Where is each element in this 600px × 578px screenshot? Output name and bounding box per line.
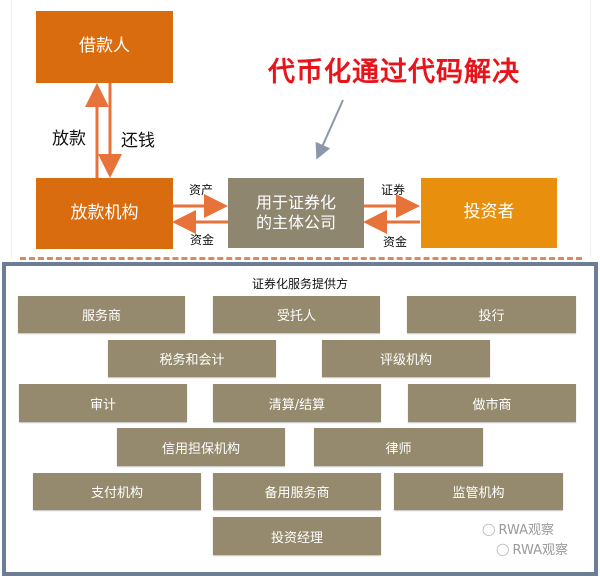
service-box: 服务商 [18,296,185,333]
service-label: 监管机构 [452,486,505,501]
service-box: 受托人 [213,296,380,333]
watermark-text: RWA观察 [512,543,568,558]
service-label: 清算/结算 [268,397,326,413]
service-box: 投行 [407,296,576,333]
spv-label-line1: 用于证券化 [255,193,336,212]
lender-node: 放款机构 [36,178,173,249]
spv-label-line2: 的主体公司 [255,213,336,232]
frame-rule-right [590,0,591,258]
service-label: 备用服务商 [264,486,330,501]
investor-node: 投资者 [421,178,557,248]
service-label: 律师 [385,441,412,457]
flow-arrows [85,83,420,234]
borrower-label: 借款人 [79,36,130,57]
service-label: 服务商 [81,309,121,324]
edge-label-funds-left: 资金 [190,233,215,247]
watermark: ◯ RWA观察 [482,519,554,539]
service-box: 清算/结算 [213,384,381,422]
service-box: 审计 [19,384,187,422]
edge-label-repay: 还钱 [121,131,155,151]
service-label: 投行 [478,309,505,324]
service-box: 备用服务商 [213,473,381,510]
watermark-text: RWA观察 [498,523,554,538]
edge-label-assets: 资产 [189,183,214,197]
spv-node: 用于证券化 的主体公司 [228,178,364,248]
service-box: 信用担保机构 [117,428,285,466]
service-label: 支付机构 [90,486,143,501]
frame-rule-left [11,0,12,258]
service-box: 律师 [314,428,483,466]
lender-label: 放款机构 [70,202,139,223]
dashed-separator [20,257,582,260]
service-label: 投资经理 [270,530,323,546]
investor-label: 投资者 [463,202,515,223]
service-providers-panel: 证券化服务提供方 服务商 受托人 投行 税务和会计 评级机构 审计 清算/结算 … [2,262,598,576]
service-label: 受托人 [276,309,316,324]
service-label: 做市商 [472,397,512,413]
service-box: 税务和会计 [108,340,276,377]
service-box: 支付机构 [33,473,201,510]
tokenization-headline: 代币化通过代码解决 [268,57,520,88]
service-box: 评级机构 [322,340,490,377]
wechat-icon: ◯ [482,521,496,536]
borrower-node: 借款人 [36,11,173,83]
wechat-icon: ◯ [496,541,510,556]
edge-label-lend: 放款 [52,129,86,149]
edge-label-securities: 证券 [381,183,406,197]
service-label: 税务和会计 [159,353,225,368]
watermark: ◯ RWA观察 [496,539,568,559]
service-label: 审计 [89,397,116,413]
service-box: 做市商 [408,384,576,422]
edge-label-funds-right: 资金 [383,235,408,249]
service-label: 评级机构 [379,353,432,368]
service-label: 信用担保机构 [161,441,240,457]
panel-title: 证券化服务提供方 [251,277,348,291]
service-box: 监管机构 [394,473,563,510]
service-box: 投资经理 [213,517,381,555]
